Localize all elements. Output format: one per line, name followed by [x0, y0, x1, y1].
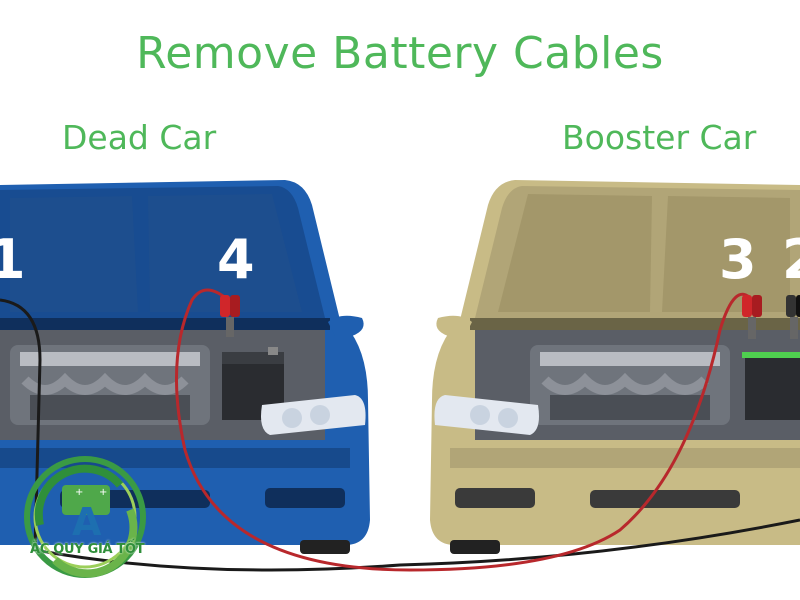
step-4-marker: 4 — [217, 228, 255, 291]
black-cable — [0, 298, 800, 572]
booster-car-label: Booster Car — [562, 118, 757, 157]
dead-car — [0, 180, 370, 554]
svg-text:+: + — [75, 487, 83, 498]
brand-logo: + + A — [24, 456, 146, 578]
step-1-marker: 1 — [0, 228, 26, 291]
jumper-cables — [0, 288, 800, 572]
logo-brand-text: ẮC QUY GIÁ TỐT — [30, 542, 145, 557]
logo-glyph: A — [72, 500, 102, 544]
red-clamp-booster-car — [742, 295, 762, 339]
svg-text:+: + — [99, 487, 107, 498]
diagram-title: Remove Battery Cables — [136, 28, 664, 79]
booster-car — [430, 180, 800, 554]
step-3-marker: 3 — [719, 228, 757, 291]
red-clamp-dead-car — [220, 295, 240, 337]
black-clamp-booster-car — [786, 295, 800, 339]
dead-car-label: Dead Car — [62, 118, 217, 157]
step-2-marker: 2 — [782, 228, 800, 291]
red-cable — [175, 288, 754, 572]
